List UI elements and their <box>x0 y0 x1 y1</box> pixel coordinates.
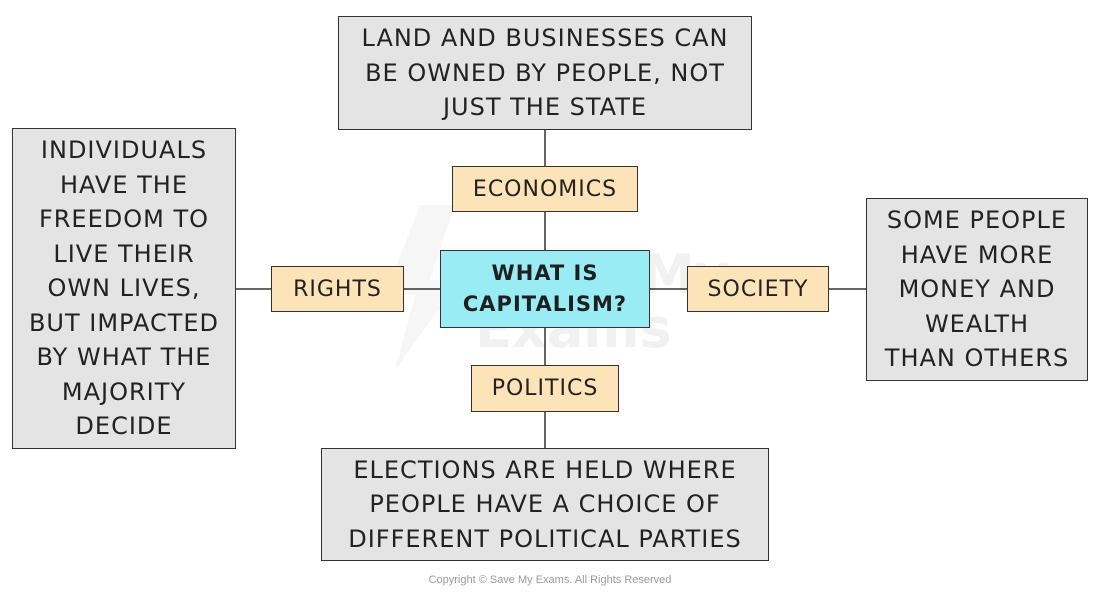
category-economics: ECONOMICS <box>452 166 638 212</box>
copyright-footer: Copyright © Save My Exams. All Rights Re… <box>428 574 672 586</box>
detail-society: SOME PEOPLE HAVE MORE MONEY AND WEALTH T… <box>866 198 1088 381</box>
category-politics: POLITICS <box>471 365 619 412</box>
detail-rights: INDIVIDUALS HAVE THE FREEDOM TO LIVE THE… <box>12 128 236 449</box>
center-topic: WHAT IS CAPITALISM? <box>440 250 650 328</box>
detail-economics: LAND AND BUSINESSES CAN BE OWNED BY PEOP… <box>338 16 752 130</box>
category-rights: RIGHTS <box>271 266 404 312</box>
detail-politics: ELECTIONS ARE HELD WHERE PEOPLE HAVE A C… <box>321 448 769 561</box>
category-society: SOCIETY <box>687 266 829 312</box>
